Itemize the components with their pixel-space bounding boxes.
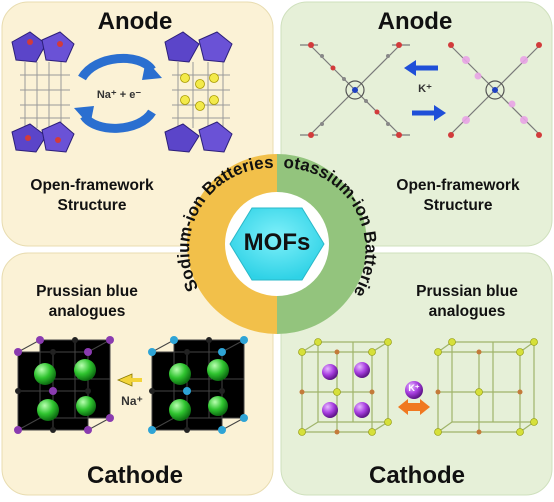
panel-bottom-left xyxy=(1,252,274,496)
na-migration-arrow xyxy=(116,373,142,387)
na-insertion-cycle-arrows xyxy=(74,53,162,133)
caption-top-right-line2: Structure xyxy=(423,197,493,214)
title-bottom-left: Cathode xyxy=(87,462,183,489)
k-anode-framework-right xyxy=(448,42,542,138)
caption-bottom-left-line1: Prussian blue xyxy=(36,283,138,300)
k-ion-label-cathode: K⁺ xyxy=(408,383,420,393)
k-anode-framework-left xyxy=(300,42,410,138)
k-exchange-arrows xyxy=(404,60,446,121)
k-exchange-double-arrow xyxy=(398,381,430,415)
na-ion-label-cathode: Na⁺ xyxy=(121,394,143,408)
na-anode-framework-right xyxy=(164,31,233,153)
na-anode-framework-left xyxy=(11,31,75,153)
k-pba-lattice-right xyxy=(434,338,538,436)
na-reaction-label: Na⁺ + e⁻ xyxy=(96,89,142,101)
mofs-label: MOFs xyxy=(243,229,311,256)
caption-top-left-line1: Open-framework xyxy=(30,177,154,194)
k-pba-lattice-left xyxy=(298,338,392,436)
title-bottom-right: Cathode xyxy=(369,462,465,489)
na-pba-lattice-right xyxy=(148,336,248,434)
caption-bottom-right-line2: analogues xyxy=(428,303,506,320)
caption-top-right-line1: Open-framework xyxy=(396,177,520,194)
title-top-left: Anode xyxy=(97,8,173,35)
na-pba-lattice-left xyxy=(14,336,114,434)
caption-top-left-line2: Structure xyxy=(57,197,127,214)
caption-bottom-left-line2: analogues xyxy=(48,303,126,320)
title-top-right: Anode xyxy=(377,8,453,35)
caption-bottom-right-line1: Prussian blue xyxy=(416,283,518,300)
panel-bottom-right xyxy=(280,252,553,496)
panel-top-right xyxy=(280,1,553,247)
mofs-hexagon xyxy=(229,207,325,281)
k-ion-label-anode: K⁺ xyxy=(418,83,432,95)
